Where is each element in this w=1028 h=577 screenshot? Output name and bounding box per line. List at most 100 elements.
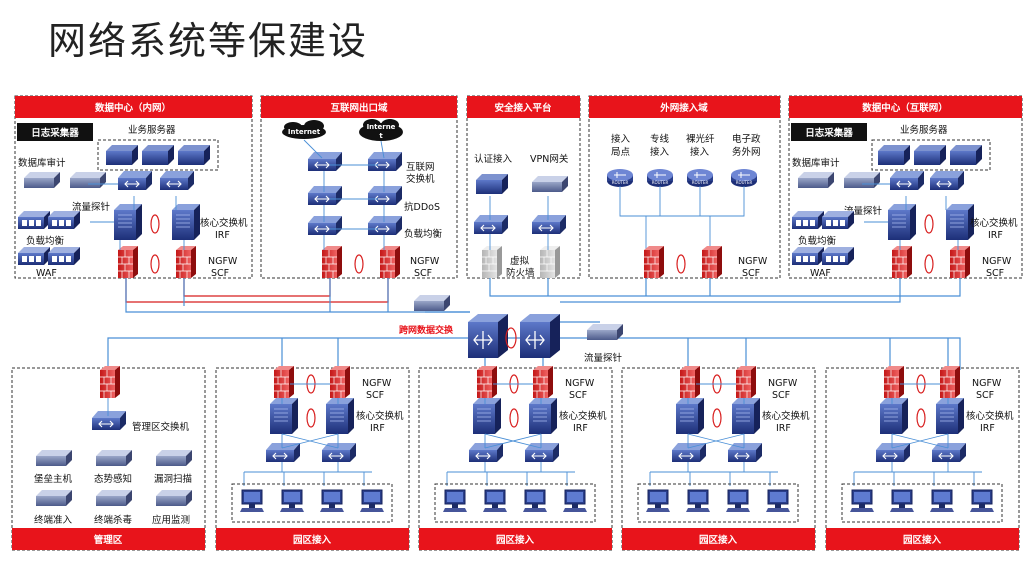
log-collector-tag	[791, 123, 867, 141]
pc-terminal	[482, 489, 508, 513]
situation-awareness-label: 态势感知	[94, 473, 132, 485]
core-switch	[731, 397, 761, 435]
page-title: 网络系统等保建设	[48, 19, 369, 63]
secure-access-switch	[473, 214, 509, 235]
ngfw-label: NGFW	[982, 256, 1012, 267]
management-switch	[91, 410, 127, 431]
external-access-devices: 接入 局点 专线 接入 裸光纤 接入 电子政 务外网 ROUTER ROUTER…	[606, 133, 768, 279]
scf-label: SCF	[366, 390, 384, 401]
ngfw-firewall	[321, 245, 343, 279]
virtual-fw-label-2: 防火墙	[506, 267, 535, 279]
pc-terminal	[279, 489, 305, 513]
internet-exit-devices: Internet Interne t 互联网 交换机 抗DDoS 负载均衡 NG…	[282, 119, 443, 279]
scf-label: SCF	[976, 390, 994, 401]
campus-1-devices: NGFW SCF 核心交换机 IRF	[231, 365, 404, 523]
ngfw-firewall	[329, 365, 351, 399]
router-text: ROUTER	[692, 180, 709, 185]
traffic-probe-device	[844, 172, 880, 188]
zone-title-campus: 园区接入	[903, 534, 942, 546]
ngfw-firewall	[949, 245, 971, 279]
core-traffic-probe-label: 流量探针	[584, 352, 623, 364]
zone-title-campus: 园区接入	[699, 534, 738, 546]
business-server	[914, 145, 946, 165]
waf-label: WAF	[36, 268, 57, 279]
waf-device	[48, 247, 80, 265]
access-switch	[468, 442, 504, 463]
internet-switch-label-2: 交换机	[406, 173, 435, 185]
core-switch	[325, 397, 355, 435]
pc-terminal	[319, 489, 345, 513]
log-collector-label: 日志采集器	[805, 127, 853, 139]
situation-awareness-device	[96, 450, 132, 466]
scf-label: SCF	[211, 268, 229, 279]
vuln-scan-device	[156, 450, 192, 466]
pc-terminal	[442, 489, 468, 513]
ngfw-firewall	[117, 245, 139, 279]
load-balancer	[822, 211, 854, 229]
ngfw-firewall	[891, 245, 913, 279]
access-switch	[727, 442, 763, 463]
anti-ddos-device	[367, 185, 403, 206]
access-switch	[265, 442, 301, 463]
ngfw-firewall	[939, 365, 961, 399]
bastion-label: 堡垒主机	[34, 473, 73, 485]
ngfw-firewall	[679, 365, 701, 399]
vpn-gateway-device	[532, 176, 568, 192]
core-switch-label: 核心交换机	[559, 410, 607, 422]
traffic-probe-device	[70, 172, 106, 188]
campus-4-devices: NGFW SCF 核心交换机 IRF	[841, 365, 1014, 523]
endpoint-antivirus-label: 终端杀毒	[94, 514, 133, 526]
load-balancer-label: 负载均衡	[26, 235, 65, 247]
internet-cloud: Internet	[282, 120, 326, 139]
waf-device	[792, 247, 824, 265]
pc-terminal	[645, 489, 671, 513]
exchange-appliance	[414, 295, 450, 311]
external-col2-line2: 接入	[650, 146, 670, 158]
irf-label: IRF	[370, 423, 385, 434]
router-text: ROUTER	[612, 180, 629, 185]
zone-secure-access: 安全接入平台	[466, 95, 581, 279]
bastion-device	[36, 450, 72, 466]
external-col3-line1: 裸光纤	[686, 133, 715, 145]
cross-network-exchange: 跨网数据交换 流量探针	[399, 295, 623, 364]
vuln-scan-label: 漏洞扫描	[154, 473, 193, 485]
db-audit-device	[798, 172, 834, 188]
log-collector-label: 日志采集器	[31, 127, 79, 139]
ngfw-firewall	[476, 365, 498, 399]
auth-access-device	[476, 174, 508, 194]
zone-campus-3: 园区接入	[621, 367, 816, 551]
scf-label: SCF	[742, 268, 760, 279]
zone-dc-internal: 数据中心（内网）	[14, 95, 253, 279]
app-monitor-device	[156, 490, 192, 506]
pc-terminal	[239, 489, 265, 513]
access-switch	[889, 170, 925, 191]
access-switch	[931, 442, 967, 463]
core-switch-label: 核心交换机	[356, 410, 404, 422]
core-switch	[113, 203, 143, 241]
ngfw-firewall	[735, 365, 757, 399]
core-switch	[472, 397, 502, 435]
waf-label: WAF	[810, 268, 831, 279]
hub-switch-right	[519, 313, 561, 359]
waf-device	[18, 247, 50, 265]
db-audit-label: 数据库审计	[792, 157, 840, 169]
zone-title-dc-internal: 数据中心（内网）	[94, 102, 171, 114]
anti-ddos-label: 抗DDoS	[404, 201, 440, 213]
zone-title-secure-access: 安全接入平台	[494, 102, 552, 114]
ngfw-firewall	[701, 245, 723, 279]
pc-terminal	[969, 489, 995, 513]
irf-label: IRF	[215, 230, 230, 241]
business-server	[106, 145, 138, 165]
load-balancer	[18, 211, 50, 229]
external-col1-line1: 接入	[611, 133, 631, 145]
core-switch	[675, 397, 705, 435]
campus-2-devices: NGFW SCF 核心交换机 IRF	[434, 365, 607, 523]
load-balancer	[792, 211, 824, 229]
db-audit-label: 数据库审计	[18, 157, 66, 169]
core-switch-label: 核心交换机	[966, 410, 1014, 422]
core-switch	[887, 203, 917, 241]
zone-title-dc-internet: 数据中心（互联网）	[861, 102, 948, 114]
db-audit-device	[24, 172, 60, 188]
external-col4-line2: 务外网	[732, 146, 761, 158]
